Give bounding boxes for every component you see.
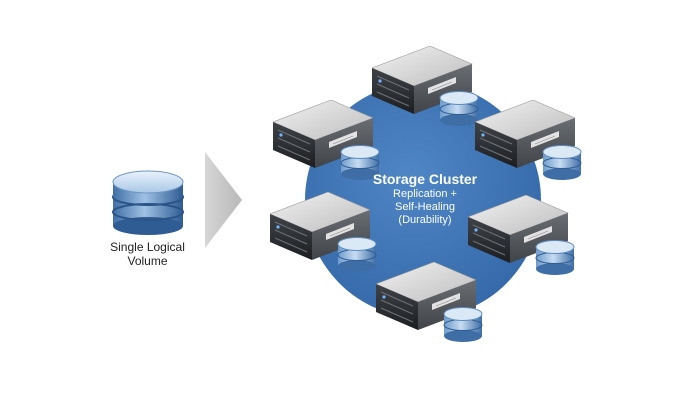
volume-label-line2: Volume: [127, 254, 168, 268]
cluster-title: Storage Cluster: [372, 171, 478, 187]
cluster-description-line1: Replication +: [393, 188, 457, 200]
cluster-description-line2: Self-Healing: [395, 201, 455, 213]
arrow-shape: [205, 152, 242, 248]
logical-volume-icon: [112, 170, 184, 235]
cluster-label: Storage Cluster Replication + Self-Heali…: [345, 170, 505, 227]
volume-label-line1: Single Logical: [110, 240, 185, 254]
volume-label: Single Logical Volume: [80, 240, 215, 268]
cluster-description-line3: (Durability): [398, 214, 452, 226]
